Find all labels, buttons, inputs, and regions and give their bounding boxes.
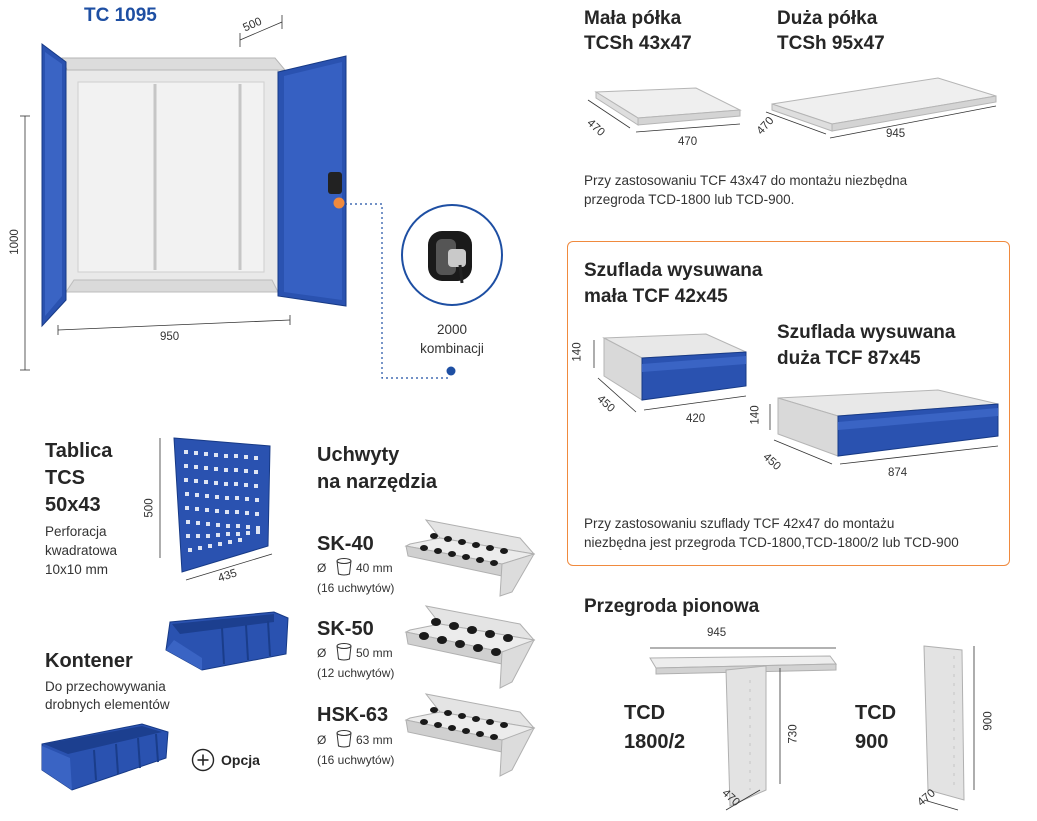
cup-icon	[336, 730, 352, 748]
cabinet-dim-height: 1000	[8, 229, 21, 255]
tcd900-dim-height: 900	[982, 711, 995, 731]
tool-holder-sk40-illustration	[404, 519, 536, 597]
large-drawer-title-2: duża TCF 87x45	[777, 348, 921, 369]
tool-holder-sk50-illustration	[404, 605, 536, 689]
holder-diameter-hsk63: 63 mm	[356, 733, 393, 747]
drawers-note-2: niezbędna jest przegroda TCD-1800,TCD-18…	[584, 535, 959, 550]
panel-dim-height: 500	[143, 498, 156, 518]
holder-diameter-sk50: 50 mm	[356, 646, 393, 660]
lock-caption-1: 2000	[436, 322, 468, 337]
small-shelf-dim-width: 470	[678, 136, 698, 148]
tool-holder-hsk63-illustration	[404, 693, 536, 777]
holder-name-sk50: SK-50	[317, 618, 374, 640]
partition-tcd1800-illustration	[649, 647, 837, 811]
tcd1800-label-1: TCD	[624, 702, 666, 724]
tcd1800-label-2: 1800/2	[624, 731, 686, 753]
cabinet-dim-width: 950	[160, 331, 180, 343]
cup-icon	[336, 643, 352, 661]
lock-caption-2: kombinacji	[420, 341, 484, 356]
container-bin-illustration	[165, 611, 289, 671]
holder-count-hsk63: (16 uchwytów)	[317, 753, 395, 767]
diameter-symbol: Ø	[317, 733, 327, 747]
panel-title-3: 50x43	[45, 494, 101, 516]
tcd1800-dim-width: 945	[707, 627, 727, 639]
drawers-illustration	[593, 333, 999, 465]
large-shelf-title-2: TCSh 95x47	[777, 33, 885, 54]
large-drawer-title-1: Szuflada wysuwana	[777, 322, 956, 343]
shelves-illustration	[587, 77, 997, 139]
large-drawer-dim-width: 874	[888, 467, 908, 479]
diameter-symbol: Ø	[317, 561, 327, 575]
shelves-note-2: przegroda TCD-1800 lub TCD-900.	[584, 192, 795, 207]
tcd900-label-2: 900	[855, 731, 889, 753]
partition-title: Przegroda pionowa	[584, 596, 760, 617]
container-title: Kontener	[45, 650, 133, 672]
panel-desc-3: 10x10 mm	[45, 562, 109, 577]
holder-name-hsk63: HSK-63	[317, 704, 389, 726]
holder-count-sk40: (16 uchwytów)	[317, 581, 395, 595]
panel-desc-2: kwadratowa	[45, 543, 118, 558]
lock-icon	[401, 204, 503, 306]
panel-title-2: TCS	[45, 467, 85, 489]
shelves-note-1: Przy zastosowaniu TCF 43x47 do montażu n…	[584, 173, 908, 188]
small-drawer-title-2: mała TCF 42x45	[584, 286, 728, 307]
tcd1800-dim-height: 730	[787, 724, 800, 744]
container-desc-1: Do przechowywania	[45, 679, 166, 694]
container-desc-2: drobnych elementów	[45, 697, 170, 712]
plus-circle-icon	[191, 748, 215, 772]
small-shelf-title-2: TCSh 43x47	[584, 33, 692, 54]
diameter-symbol: Ø	[317, 646, 327, 660]
panel-desc-1: Perforacja	[45, 524, 107, 539]
holders-title-2: na narzędzia	[317, 471, 438, 493]
panel-title-1: Tablica	[45, 440, 113, 462]
small-drawer-title-1: Szuflada wysuwana	[584, 260, 763, 281]
tcd900-label-1: TCD	[855, 702, 897, 724]
drawers-box	[567, 241, 1010, 566]
holder-diameter-sk40: 40 mm	[356, 561, 393, 575]
small-drawer-dim-height: 140	[571, 342, 584, 362]
partition-tcd900-illustration	[923, 645, 975, 811]
large-shelf-title-1: Duża półka	[777, 8, 878, 29]
holder-name-sk40: SK-40	[317, 533, 374, 555]
cabinet-illustration	[20, 15, 456, 379]
holder-count-sk50: (12 uchwytów)	[317, 666, 395, 680]
container-tray-illustration	[41, 723, 169, 791]
cup-icon	[336, 558, 352, 576]
cabinet-title: TC 1095	[84, 5, 157, 26]
option-label: Opcja	[221, 752, 260, 768]
panel-illustration	[159, 437, 273, 581]
drawers-note-1: Przy zastosowaniu szuflady TCF 42x47 do …	[584, 516, 895, 531]
small-shelf-title-1: Mała półka	[584, 8, 682, 29]
small-drawer-dim-width: 420	[686, 413, 706, 425]
large-shelf-dim-width: 945	[886, 128, 906, 140]
holders-title-1: Uchwyty	[317, 444, 400, 466]
large-drawer-dim-height: 140	[749, 405, 762, 425]
